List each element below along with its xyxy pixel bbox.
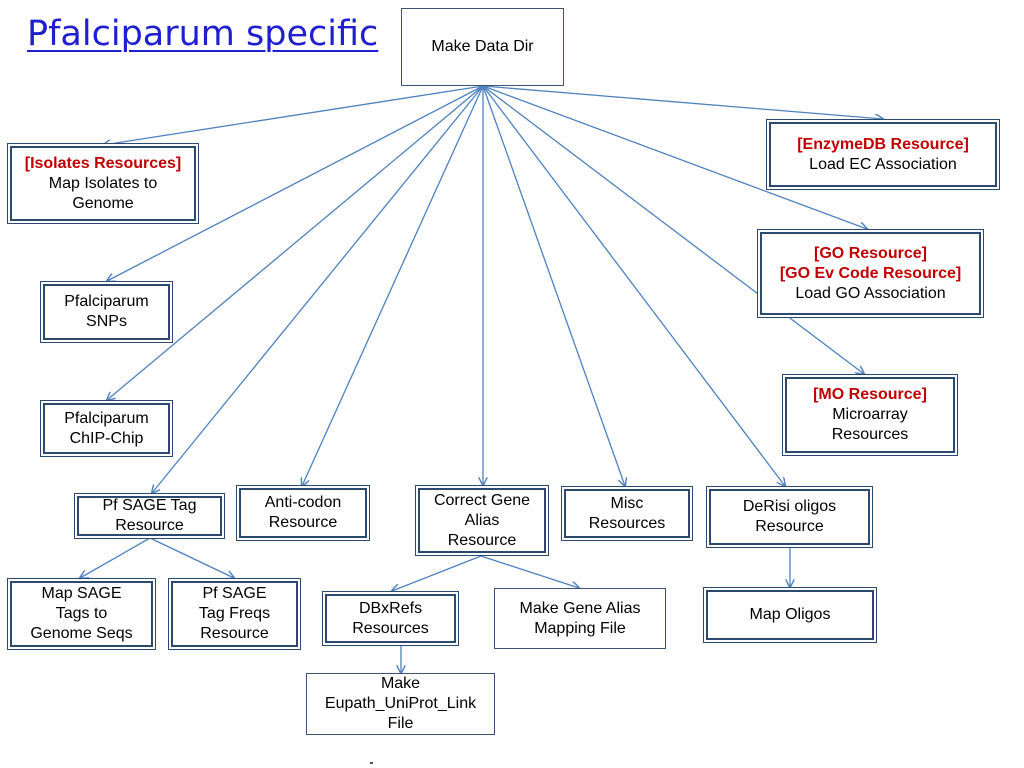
node-make-eupath-uniprot-link-file: Make Eupath_UniProt_Link File: [306, 673, 495, 735]
node-label: Resource: [447, 531, 517, 549]
node-label: Resource: [755, 518, 824, 535]
node-label: Map SAGE: [41, 585, 122, 602]
node-label: Make Data Dir: [431, 38, 534, 55]
node-pf-sage-tag-freqs: Pf SAGE Tag Freqs Resource: [168, 578, 301, 650]
resource-label: [GO Ev Code Resource]: [779, 264, 962, 282]
stray-mark: [370, 762, 373, 764]
node-pfalciparum-snps: Pfalciparum SNPs: [40, 281, 173, 343]
node-misc-resources: Misc Resources: [561, 486, 693, 541]
node-label: Load GO Association: [795, 284, 946, 302]
arrow-to-dbxrefs: [392, 555, 482, 591]
node-label: Microarray: [832, 406, 908, 423]
arrow-to-snps: [107, 85, 484, 281]
node-label: ChIP-Chip: [69, 429, 144, 447]
node-label: Genome Seqs: [30, 625, 133, 642]
node-label: Anti-codon: [264, 494, 342, 511]
node-label: Resources: [831, 426, 909, 443]
node-label: Tag Freqs: [198, 605, 271, 622]
node-label: Genome: [72, 194, 134, 212]
node-label: Map Oligos: [749, 606, 831, 623]
node-label: Map Isolates to: [48, 174, 158, 192]
arrow-to-derisi: [482, 85, 785, 486]
node-make-gene-alias-mapping-file: Make Gene Alias Mapping File: [494, 588, 666, 649]
arrow-to-misc: [482, 85, 625, 486]
node-map-sage-tags: Map SAGE Tags to Genome Seqs: [7, 578, 156, 650]
resource-label: [MO Resource]: [813, 386, 927, 403]
arrow-to-map-sage: [80, 537, 151, 578]
resource-label: [GO Resource]: [814, 244, 927, 262]
node-label: Pfalciparum: [64, 409, 149, 427]
node-label: Resource: [200, 625, 269, 642]
node-label: Make Gene Alias: [519, 599, 641, 617]
node-pf-sage-tag-resource: Pf SAGE Tag Resource: [74, 493, 225, 539]
node-label: Alias: [464, 511, 500, 529]
node-label: DBxRefs: [358, 599, 423, 617]
node-label: Resource: [115, 517, 184, 534]
node-label: Misc: [610, 494, 644, 512]
node-label: Tags to: [55, 605, 108, 622]
node-label: Pfalciparum: [64, 293, 149, 310]
arrow-to-enzyme: [482, 85, 883, 119]
node-pfalciparum-chip-chip: Pfalciparum ChIP-Chip: [40, 400, 173, 457]
arrow-to-sage: [152, 85, 484, 493]
node-label: Eupath_UniProt_Link: [324, 695, 477, 712]
arrow-to-go: [482, 85, 867, 229]
node-derisi-oligos-resource: DeRisi oligos Resource: [706, 486, 873, 548]
node-label: SNPs: [86, 313, 127, 330]
node-label: Resources: [352, 619, 429, 637]
arrow-to-chip: [107, 85, 484, 400]
arrow-to-anticodon: [302, 85, 484, 486]
arrow-to-mo: [482, 85, 864, 374]
node-anti-codon-resource: Anti-codon Resource: [236, 485, 370, 541]
node-label: Resource: [268, 514, 338, 531]
node-label: DeRisi oligos: [742, 498, 837, 515]
node-label: Mapping File: [534, 619, 626, 637]
node-isolates-resources: [Isolates Resources] Map Isolates to Gen…: [7, 143, 199, 224]
arrow-to-gene-alias-file: [480, 555, 579, 588]
node-label: File: [387, 715, 414, 732]
node-label: Load EC Association: [809, 155, 957, 173]
node-label: Resources: [588, 514, 666, 532]
page-title: Pfalciparum specific: [27, 14, 379, 54]
node-correct-gene-alias-resource: Correct Gene Alias Resource: [415, 485, 549, 556]
node-label: Correct Gene: [433, 491, 531, 509]
resource-label: [EnzymeDB Resource]: [797, 135, 969, 153]
node-map-oligos: Map Oligos: [703, 587, 877, 643]
node-dbxrefs-resources: DBxRefs Resources: [322, 591, 459, 646]
resource-label: [Isolates Resources]: [24, 154, 182, 172]
node-mo-resource: [MO Resource] Microarray Resources: [782, 374, 958, 456]
node-make-data-dir: Make Data Dir: [401, 8, 564, 86]
node-label: Pf SAGE Tag: [102, 497, 197, 514]
node-go-resource: [GO Resource] [GO Ev Code Resource] Load…: [757, 229, 984, 318]
node-label: Pf SAGE: [202, 585, 267, 602]
node-enzymedb-resource: [EnzymeDB Resource] Load EC Association: [766, 119, 1000, 190]
arrow-to-isolates: [103, 85, 484, 145]
arrow-to-sage-freqs: [149, 537, 234, 578]
node-label: Make: [380, 675, 421, 692]
